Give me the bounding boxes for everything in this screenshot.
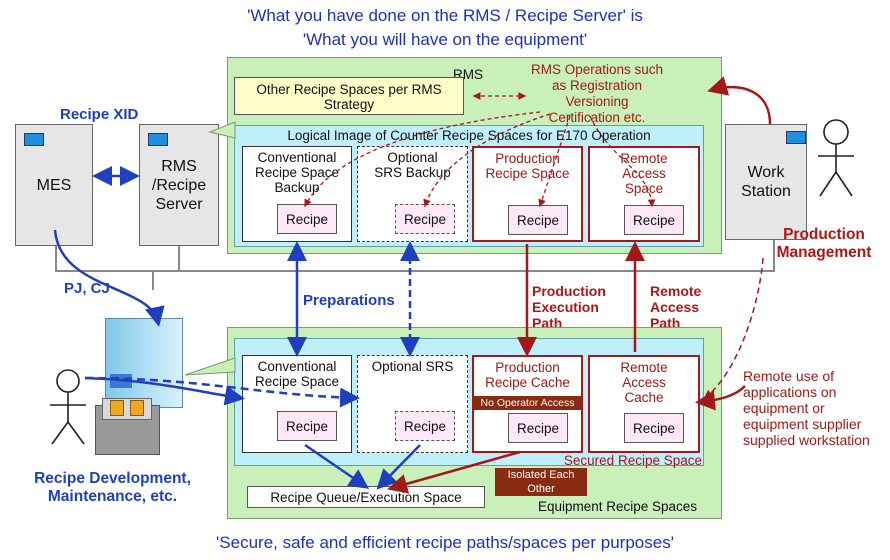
recipe-card[interactable]: Recipe	[508, 205, 568, 235]
wafer-box-icon	[130, 400, 144, 416]
pj-cj-label: PJ, CJ	[64, 280, 110, 297]
remote-use-dashed-arrow	[703, 257, 764, 399]
operator-figure-icon	[50, 369, 86, 445]
screen-icon	[786, 131, 806, 144]
recipe-xid-label: Recipe XID	[60, 106, 139, 123]
rms-space-remote-access: Remote Access Space Recipe	[588, 146, 700, 242]
operator-conventional-arrow	[84, 376, 245, 406]
production-management-label: Production Management	[776, 226, 872, 261]
equipment-recipe-spaces-label: Equipment Recipe Spaces	[537, 499, 698, 514]
recipe-card[interactable]: Recipe	[395, 411, 455, 441]
mes-device[interactable]: MES	[15, 124, 93, 246]
recipe-card[interactable]: Recipe	[277, 411, 337, 441]
eq-space-label: Remote Access Cache	[620, 360, 668, 405]
rms-space-label: Production Recipe Space	[485, 151, 570, 181]
mes-label: MES	[36, 176, 72, 194]
wafer-box-icon	[110, 400, 124, 416]
no-operator-access-tag: No Operator Access	[474, 396, 581, 410]
conventional-queue-arrow	[304, 443, 370, 489]
srs-queue-arrow	[376, 444, 421, 490]
rms-space-conventional-backup: Conventional Recipe Space Backup Recipe	[242, 146, 352, 242]
eq-space-label: Conventional Recipe Space	[254, 359, 340, 389]
eq-space-remote-cache: Remote Access Cache Recipe	[588, 355, 700, 453]
rms-operations: RMS Operations such as Registration Vers…	[530, 62, 664, 125]
recipe-card[interactable]: Recipe	[508, 413, 568, 443]
recipe-development-label: Recipe Development, Maintenance, etc.	[34, 470, 191, 505]
rms-server-label: RMS /Recipe Server	[151, 157, 207, 213]
eq-space-conventional: Conventional Recipe Space Recipe	[242, 355, 352, 453]
equipment-illustration	[105, 318, 183, 408]
recipe-card[interactable]: Recipe	[624, 413, 684, 443]
top-title-line1: 'What you have done on the RMS / Recipe …	[247, 6, 643, 25]
rms-space-label: Optional SRS Backup	[374, 150, 451, 180]
production-management-arrow	[707, 76, 772, 125]
network-drop-equipment	[152, 270, 154, 290]
eq-space-production-cache: Production Recipe Cache No Operator Acce…	[472, 355, 583, 453]
ops-remote-arrow	[589, 115, 656, 208]
network-drop-ws	[773, 240, 775, 272]
screen-icon	[148, 133, 168, 146]
network-drop-mes	[55, 245, 57, 272]
rms-space-label: Conventional Recipe Space Backup	[254, 150, 340, 195]
logical-image-title: Logical Image of Counter Recipe Spaces f…	[287, 128, 651, 143]
ops-production-arrow	[538, 115, 571, 208]
rms-server-device[interactable]: RMS /Recipe Server	[139, 124, 219, 246]
rms-space-production: Production Recipe Space Recipe	[472, 146, 583, 242]
rms-space-optional-srs-backup: Optional SRS Backup Recipe	[357, 146, 468, 242]
recipe-card[interactable]: Recipe	[395, 204, 455, 234]
eq-space-label: Optional SRS	[371, 359, 454, 374]
other-recipe-spaces: Other Recipe Spaces per RMS Strategy	[234, 77, 464, 115]
bottom-title: 'Secure, safe and efficient recipe paths…	[216, 533, 674, 552]
remote-use-arrow	[695, 385, 746, 411]
recipe-card[interactable]: Recipe	[277, 204, 337, 234]
top-title-line2: 'What you will have on the equipment'	[302, 30, 588, 49]
eq-space-optional-srs: Optional SRS Recipe	[357, 355, 468, 453]
preparations-label: Preparations	[303, 292, 395, 309]
screen-icon	[24, 133, 44, 146]
ops-conventional-arrow	[304, 111, 541, 208]
secured-recipe-space-label: Secured Recipe Space	[563, 453, 702, 468]
manager-figure-icon	[818, 119, 854, 197]
workstation-device[interactable]: Work Station	[725, 124, 807, 240]
remote-use-label: Remote use of applications on equipment …	[743, 368, 870, 448]
pj-cj-arrow	[53, 229, 165, 327]
eq-space-label: Production Recipe Cache	[485, 360, 570, 390]
ops-srs-arrow	[423, 113, 551, 208]
rms-space-label: Remote Access Space	[620, 151, 668, 196]
workstation-label: Work Station	[741, 164, 791, 200]
production-queue-arrow	[387, 450, 521, 494]
isolated-each-other-tag: Isolated Each Other	[495, 468, 587, 496]
operator-srs-arrow	[84, 376, 360, 408]
network-drop-rms	[178, 245, 180, 272]
